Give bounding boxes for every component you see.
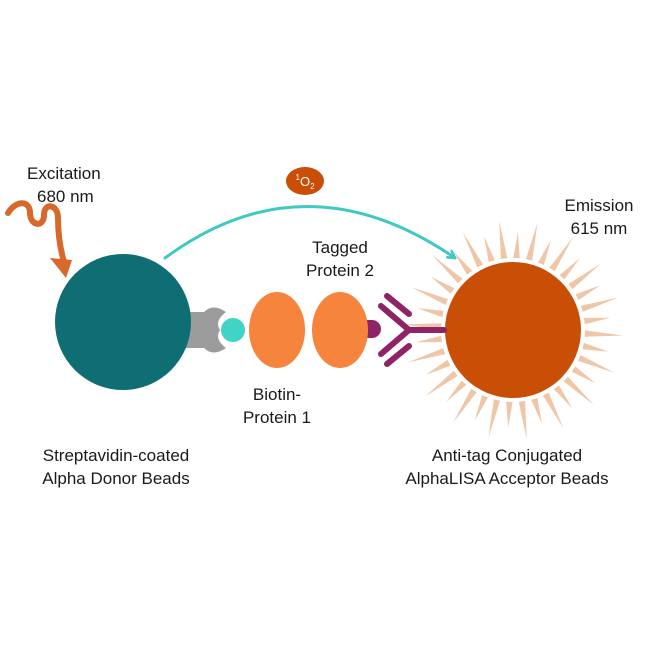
emission-ray: [553, 385, 573, 409]
emission-ray: [542, 392, 564, 428]
emission-ray: [531, 397, 542, 424]
emission-ray: [446, 380, 467, 402]
singlet-oxygen-transfer-arrow: [163, 205, 457, 260]
emission-ray: [549, 237, 573, 272]
emission-ray: [575, 285, 601, 301]
emission-label-line1: Emission: [565, 196, 634, 215]
biotin-protein-1: [249, 292, 305, 368]
emission-ray: [580, 297, 619, 312]
alphalisa-acceptor-bead: [445, 262, 581, 398]
emission-ray: [432, 255, 463, 284]
emission-ray: [453, 388, 477, 423]
emission-ray: [488, 399, 501, 438]
emission-label-line2: 615 nm: [571, 219, 628, 238]
biotin-protein-label-line2: Protein 1: [243, 408, 311, 427]
emission-ray: [474, 395, 488, 421]
tagged-protein-label-line2: Protein 2: [306, 261, 374, 280]
emission-ray: [538, 239, 552, 265]
emission-ray: [411, 287, 448, 305]
emission-ray: [415, 335, 442, 343]
emission-ray: [430, 276, 455, 294]
emission-ray: [407, 348, 446, 363]
emission-ray: [518, 401, 527, 440]
emission-ray: [417, 308, 444, 318]
tagged-protein-label-line1: Tagged: [312, 238, 368, 257]
acceptor-emission-rays: [403, 220, 623, 440]
alpha-donor-bead: [55, 254, 191, 390]
svg-text:1O2: 1O2: [295, 173, 315, 191]
emission-ray: [484, 236, 495, 263]
donor-beads-label-line2: Alpha Donor Beads: [42, 469, 189, 488]
emission-ray: [582, 342, 609, 352]
emission-ray: [425, 370, 458, 397]
emission-ray: [506, 401, 513, 428]
emission-ray: [559, 258, 580, 280]
emission-ray: [425, 359, 451, 375]
singlet-oxygen-superscript: 1: [295, 173, 300, 182]
excitation-label-line2: 680 nm: [37, 187, 94, 206]
biotin: [221, 318, 245, 342]
emission-ray: [563, 376, 594, 405]
excitation-label-line1: Excitation: [27, 164, 101, 183]
emission-ray: [462, 232, 484, 268]
emission-ray: [584, 330, 623, 337]
singlet-oxygen-subscript: 2: [310, 182, 315, 191]
emission-ray: [571, 366, 596, 384]
emission-ray: [584, 317, 611, 325]
emission-ray: [453, 251, 473, 275]
streptavidin: [185, 307, 226, 353]
emission-ray: [525, 222, 538, 261]
tagged-protein-2: [312, 292, 368, 368]
emission-ray: [499, 220, 508, 259]
acceptor-beads-label-line1: Anti-tag Conjugated: [432, 446, 582, 465]
emission-ray: [578, 355, 615, 373]
excitation-wavy-arrow-icon: [5, 200, 72, 278]
emission-ray: [513, 232, 520, 259]
donor-beads-label-line1: Streptavidin-coated: [43, 446, 189, 465]
acceptor-beads-label-line2: AlphaLISA Acceptor Beads: [405, 469, 608, 488]
biotin-protein-label-line1: Biotin-: [253, 385, 301, 404]
singlet-oxygen-badge: 1O2: [286, 167, 324, 195]
emission-ray: [568, 263, 601, 290]
singlet-oxygen-symbol: O: [300, 174, 310, 189]
anti-tag-antibody: [378, 293, 447, 367]
